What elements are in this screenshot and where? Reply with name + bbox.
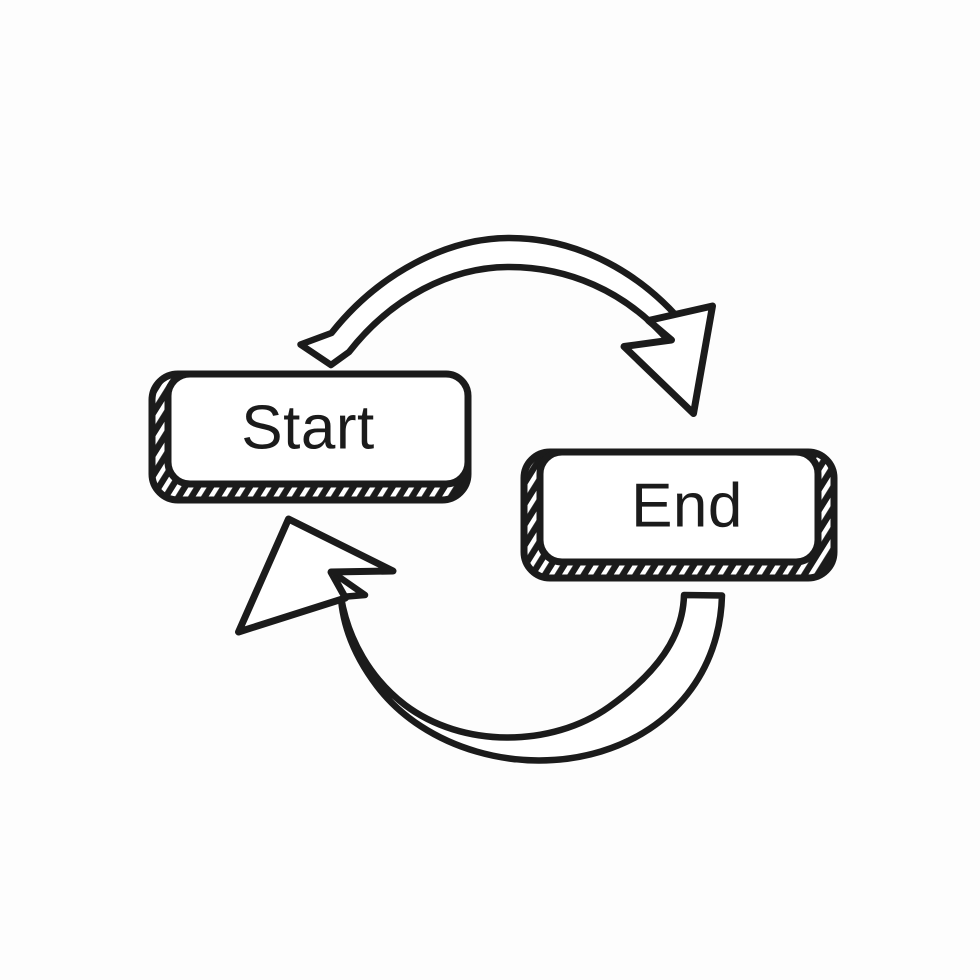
connector-start-to-end-arrowhead: [620, 302, 716, 417]
node-end-face: [536, 448, 822, 566]
connector-end-to-start: [235, 515, 726, 764]
node-start-face: [164, 370, 472, 488]
node-end-label: End: [631, 471, 743, 540]
node-end[interactable]: End: [520, 448, 838, 582]
node-start-label: Start: [241, 393, 374, 462]
node-start[interactable]: Start: [148, 370, 472, 504]
connector-start-to-end: [297, 234, 716, 417]
connector-end-to-start-arrowhead: [235, 515, 397, 636]
